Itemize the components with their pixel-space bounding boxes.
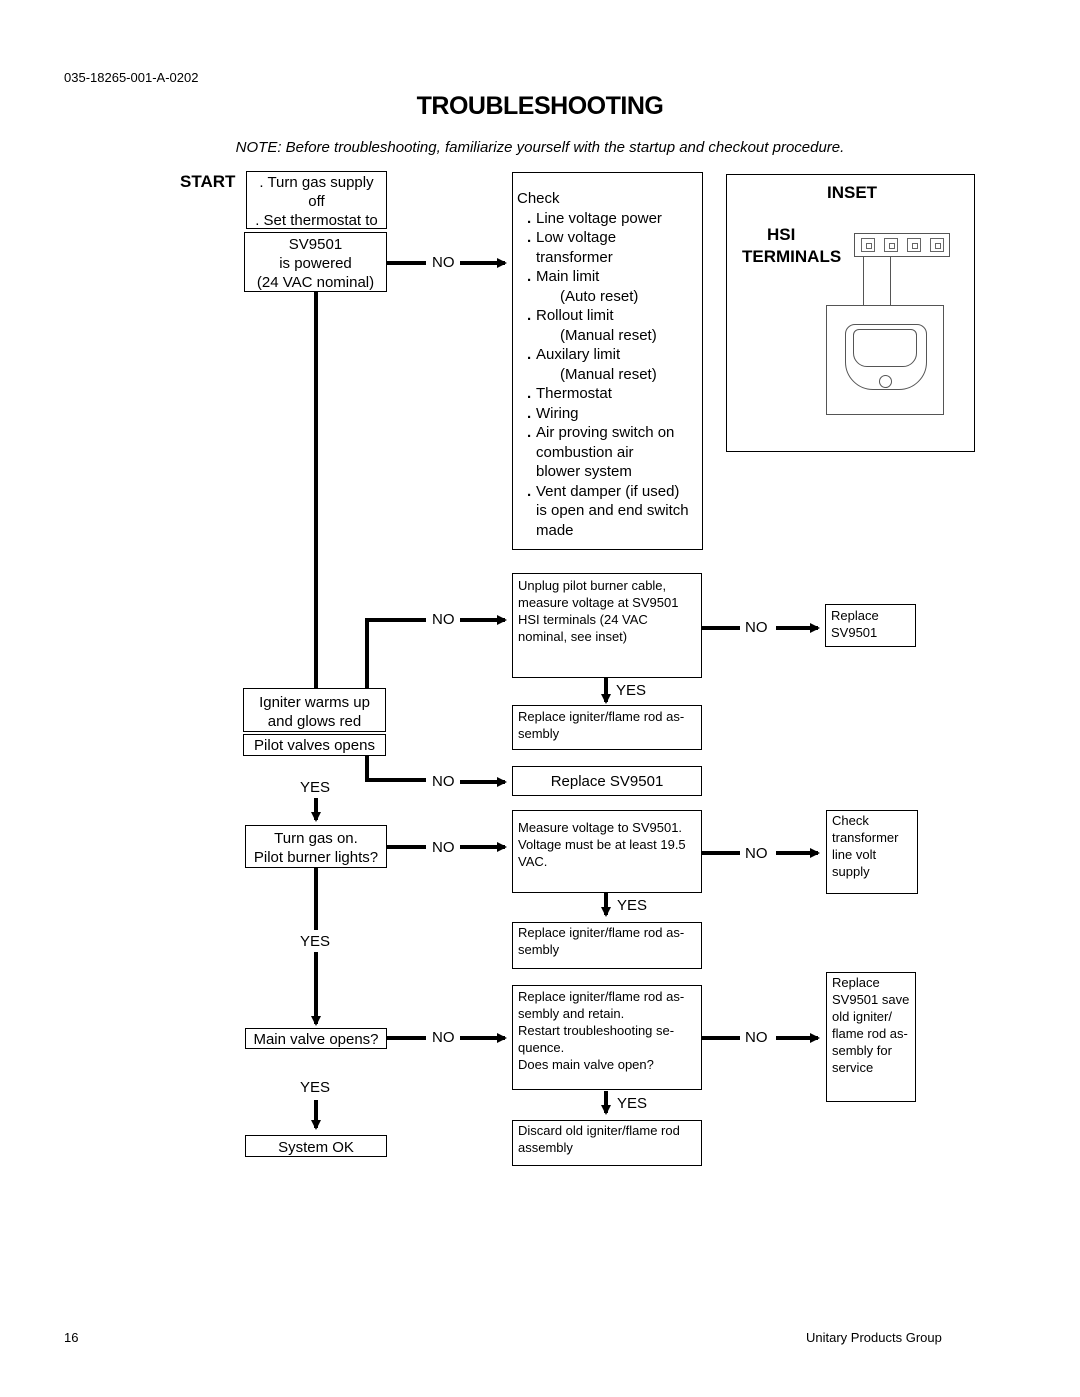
check-item: Line voltage power [527,209,702,229]
sv-powered-line-3: (24 VAC nominal) [256,274,375,291]
check-item: (Manual reset) [560,365,657,383]
check-item: Main limit [527,267,702,287]
measure-voltage-box: Measure voltage to SV9501. Voltage must … [512,810,702,893]
check-item: is open and end switch [536,502,689,519]
document-number: 035-18265-001-A-0202 [64,70,199,85]
check-item: made [536,521,574,539]
start-box: . Turn gas supply off . Set thermostat t… [246,171,387,229]
system-ok-box: System OK [245,1135,387,1157]
start-label: START [180,172,236,191]
sv-powered-line-1: SV9501 [288,236,343,253]
no-label-3: NO [745,619,768,636]
check-list-box: Check Line voltage powerLow voltagetrans… [512,172,703,550]
check-item: (Manual reset) [560,326,657,344]
inset-terminals-label: TERMINALS [742,247,842,266]
no-label-2: NO [432,611,455,628]
turn-gas-line-1: Turn gas on. [274,830,358,847]
yes-label-2: YES [300,933,331,950]
no-label-1: NO [432,254,455,271]
module-knob-icon [879,375,892,388]
start-line-1: . Turn gas supply [259,174,374,191]
check-item: Rollout limit [527,306,702,326]
igniter-line-2: and glows red [267,713,362,730]
discard-box: Discard old igniter/flame rod assembly [512,1120,702,1166]
retain-line-1: Replace igniter/flame rod as-sembly and … [518,989,685,1021]
module-body [845,324,927,390]
igniter-line-1: Igniter warms up [259,694,370,711]
yes-label-3: YES [300,1079,331,1096]
module-window [853,329,917,367]
check-item: transformer [536,248,613,266]
check-item: (Auto reset) [560,287,639,305]
no-label-8: NO [745,1029,768,1046]
pilot-valves-box: Pilot valves opens [243,734,386,756]
turn-gas-on-box: Turn gas on. Pilot burner lights? [245,825,387,868]
replace-igniter-box-1: Replace igniter/flame rod as-sembly [512,705,702,750]
check-item: Vent damper (if used) [527,482,702,502]
retain-line-2: Restart troubleshooting se-quence. [518,1023,675,1055]
check-item: Thermostat [527,384,702,404]
inset-hsi-label: HSI [767,225,796,244]
inset-title: INSET [827,183,878,202]
main-valve-box: Main valve opens? [245,1028,387,1049]
page-title: TROUBLESHOOTING [416,92,664,120]
start-line-3: . Set thermostat to [255,212,378,229]
turn-gas-line-2: Pilot burner lights? [253,849,379,866]
retain-line-3: Does main valve open? [518,1057,654,1072]
check-item: Low voltage [527,228,702,248]
replace-igniter-box-2: Replace igniter/flame rod as-sembly [512,922,702,969]
hsi-terminal-block [854,233,950,257]
replace-sv9501-box-2: Replace SV9501 [512,766,702,796]
no-label-6: NO [745,845,768,862]
sv-powered-line-2: is powered [279,255,352,272]
hsi-cable [863,257,891,305]
note-text: NOTE: Before troubleshooting, familiariz… [235,139,845,156]
start-line-2: off [308,193,325,210]
no-label-5: NO [432,839,455,856]
check-item: blower system [536,463,632,480]
retain-igniter-box: Replace igniter/flame rod as-sembly and … [512,985,702,1090]
sv9501-module-icon [826,305,944,415]
check-heading: Check [517,190,560,207]
yes-label-1: YES [300,779,331,796]
unplug-measure-box: Unplug pilot burner cable, measure volta… [512,573,702,678]
check-item: Air proving switch on [527,423,702,443]
yes-label-5: YES [617,897,648,914]
sv-powered-box: SV9501 is powered (24 VAC nominal) [244,232,387,292]
yes-label-4: YES [616,682,647,699]
check-item: Auxilary limit [527,345,702,365]
igniter-warms-box: Igniter warms up and glows red [243,688,386,732]
company-name: Unitary Products Group [806,1330,942,1345]
replace-sv9501-box-1: Replace SV9501 [825,604,916,647]
yes-label-6: YES [617,1095,648,1112]
inset-panel: INSET HSI TERMINALS [726,174,975,452]
no-label-7: NO [432,1029,455,1046]
check-item: combustion air [536,443,634,461]
replace-save-box: Replace SV9501 save old igniter/ flame r… [826,972,916,1102]
page-number: 16 [64,1330,79,1345]
no-label-4: NO [432,773,455,790]
check-transformer-box: Check transformer line volt supply [826,810,918,894]
check-item: Wiring [527,404,702,424]
